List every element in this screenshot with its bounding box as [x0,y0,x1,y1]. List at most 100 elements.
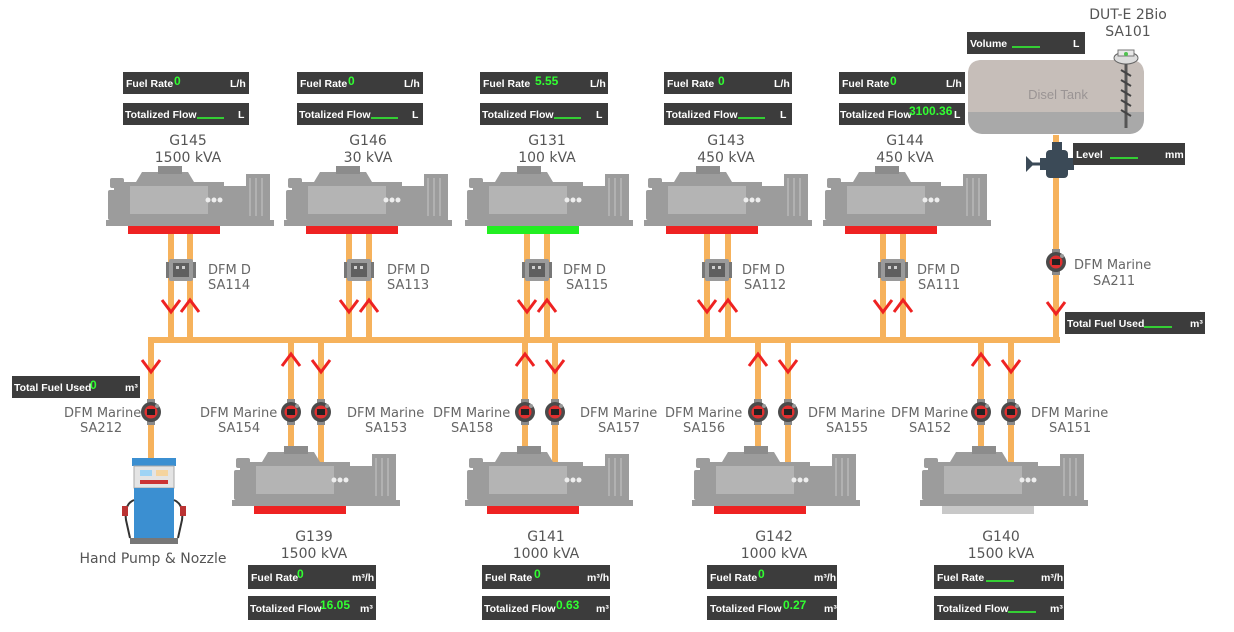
meter-name: DFM D [563,263,606,278]
meter-name: DFM Marine [1074,258,1151,273]
svg-text:L: L [596,109,603,121]
meter-id: SA112 [744,278,786,293]
fuel-rate-readout: Fuel Rate 5.55 L/h [480,72,608,94]
totalized-flow-readout: Totalized Flow L [664,103,792,125]
totalized-flow-readout: Totalized Flow L [297,103,423,125]
generator-G145[interactable]: Fuel Rate 0 L/h Totalized Flow L G145 15… [105,72,275,314]
generator-icon [691,445,861,507]
diesel-tank[interactable]: Volume L DUT-E 2Bio SA101 Disel Tank [967,7,1185,178]
generator-rating: 450 kVA [876,150,934,166]
status-bar [942,506,1034,514]
svg-text:m³: m³ [1190,318,1203,330]
svg-text:Fuel Rate: Fuel Rate [710,572,757,584]
svg-text:0.63: 0.63 [556,598,580,612]
meter-a-id: SA158 [451,421,493,436]
svg-text:0: 0 [718,74,725,88]
status-bar [714,506,806,514]
svg-text:m³/h: m³/h [1041,572,1063,584]
meter-a-name: DFM Marine [665,406,742,421]
svg-text:Level: Level [1076,149,1103,161]
svg-text:16.05: 16.05 [320,598,350,612]
dfm-marine-meter-icon [545,399,565,425]
svg-text:Fuel Rate: Fuel Rate [483,78,530,90]
meter-b-id: SA151 [1049,421,1091,436]
svg-text:0: 0 [90,378,97,392]
tank-valve-icon[interactable] [1026,142,1074,178]
generator-G141[interactable]: DFM Marine SA158 DFM Marine SA157 G141 1… [433,352,657,620]
generator-rating: 100 kVA [518,150,576,166]
meter-a-name: DFM Marine [200,406,277,421]
svg-text:3100.36: 3100.36 [909,104,953,118]
meter-b-id: SA155 [826,421,868,436]
svg-text:Fuel Rate: Fuel Rate [251,572,298,584]
generator-G143[interactable]: Fuel Rate 0 L/h Totalized Flow L G143 45… [643,72,813,314]
svg-text:Totalized Flow: Totalized Flow [840,109,912,121]
generator-G139[interactable]: DFM Marine SA154 DFM Marine SA153 G139 1… [200,352,424,620]
generator-G146[interactable]: Fuel Rate 0 L/h Totalized Flow L G146 30… [283,72,453,314]
meter-a-name: DFM Marine [891,406,968,421]
dfm-marine-meter-icon [971,399,991,425]
dfm-marine-meter-icon [515,399,535,425]
svg-text:0: 0 [297,567,304,581]
svg-text:0.27: 0.27 [783,598,807,612]
tank-outlet-meter[interactable]: DFM Marine SA211 Total Fuel Used m³ [1045,249,1205,334]
generator-rating: 1500 kVA [155,150,222,166]
generator-name: G142 [755,529,793,545]
svg-text:Total Fuel Used: Total Fuel Used [14,382,91,394]
fuel-rate-readout: Fuel Rate 0 L/h [839,72,965,94]
svg-text:L/h: L/h [230,78,246,90]
generator-icon [643,165,813,227]
svg-text:mm: mm [1165,149,1184,161]
svg-text:Totalized Flow: Totalized Flow [484,603,556,615]
dfm-marine-meter-icon [281,399,301,425]
svg-text:0: 0 [174,74,181,88]
svg-text:Totalized Flow: Totalized Flow [482,109,554,121]
meter-b-name: DFM Marine [347,406,424,421]
meter-b-name: DFM Marine [808,406,885,421]
dfm-marine-meter-icon [748,399,768,425]
totalized-flow-readout: Totalized Flow 16.05 m³ [248,596,376,620]
totalized-flow-readout: Totalized Flow m³ [934,596,1064,620]
meter-id: SA212 [80,421,122,436]
meter-a-id: SA154 [218,421,260,436]
generator-rating: 450 kVA [697,150,755,166]
total-fuel-used-readout: Total Fuel Used m³ [1065,312,1205,334]
status-bar [487,506,579,514]
svg-text:0: 0 [534,567,541,581]
svg-text:Totalized Flow: Totalized Flow [125,109,197,121]
svg-text:L/h: L/h [404,78,420,90]
hand-pump-label: Hand Pump & Nozzle [80,551,227,567]
generator-G144[interactable]: Fuel Rate 0 L/h Totalized Flow 3100.36 L… [822,72,992,314]
svg-text:m³: m³ [1050,603,1063,615]
dfm-d-meter-icon [878,259,908,281]
generator-rating: 1500 kVA [968,546,1035,562]
generator-icon [919,445,1089,507]
generator-rating: 1000 kVA [741,546,808,562]
totalized-flow-readout: Totalized Flow L [480,103,608,125]
status-bar [306,226,398,234]
generator-G142[interactable]: DFM Marine SA156 DFM Marine SA155 G142 1… [665,352,885,620]
fuel-rate-readout: Fuel Rate 0 L/h [123,72,249,94]
generator-rating: 30 kVA [344,150,393,166]
dfm-marine-meter-icon [311,399,331,425]
generator-name: G145 [169,133,207,149]
generator-G140[interactable]: DFM Marine SA152 DFM Marine SA151 G140 1… [891,352,1108,620]
svg-text:m³: m³ [125,382,138,394]
fuel-pump-icon [122,458,186,544]
hand-pump[interactable]: Total Fuel Used 0 m³ DFM Marine SA212 Ha… [12,358,227,567]
svg-text:Totalized Flow: Totalized Flow [299,109,371,121]
dfm-marine-meter-icon [778,399,798,425]
meter-b-id: SA153 [365,421,407,436]
generator-G131[interactable]: Fuel Rate 5.55 L/h Totalized Flow L G131… [464,72,634,314]
meter-b-name: DFM Marine [1031,406,1108,421]
svg-text:Volume: Volume [970,38,1007,50]
generator-name: G143 [707,133,745,149]
svg-text:m³/h: m³/h [814,572,836,584]
generator-icon [283,165,453,227]
tank-label: Disel Tank [1028,87,1088,102]
totalized-flow-readout: Totalized Flow 3100.36 L [839,103,965,125]
svg-text:Fuel Rate: Fuel Rate [126,78,173,90]
meter-id: SA211 [1093,274,1135,289]
svg-text:Totalized Flow: Totalized Flow [710,603,782,615]
